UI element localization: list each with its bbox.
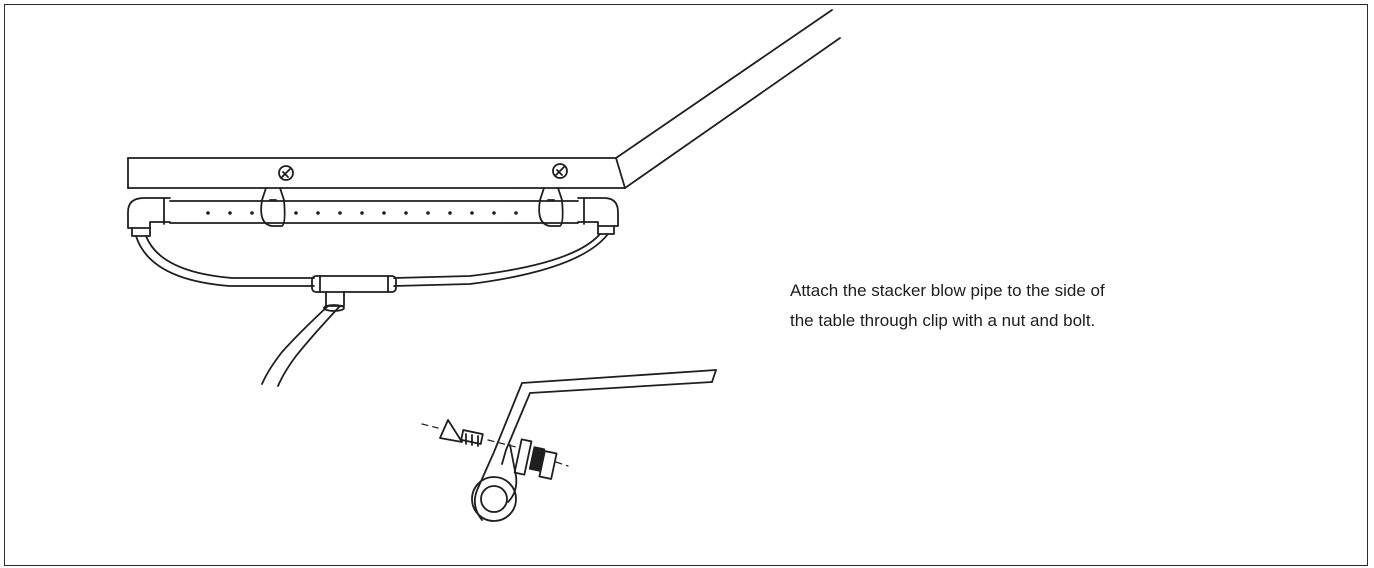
blow-pipe: [169, 200, 579, 224]
pipe-clip: [538, 187, 564, 227]
instruction-text: Attach the stacker blow pipe to the side…: [790, 276, 1310, 336]
washer: [513, 438, 533, 476]
elbow-fitting: [127, 197, 171, 237]
tee-fitting: [311, 275, 397, 312]
bolt: [439, 419, 484, 447]
page-frame: [4, 4, 1368, 566]
nut: [528, 446, 558, 480]
screw: [552, 163, 568, 179]
instruction-line-2: the table through clip with a nut and bo…: [790, 311, 1096, 330]
screw: [278, 165, 294, 181]
table-edge: [127, 9, 841, 189]
assembly-axis: [421, 423, 569, 467]
pipe-clip: [471, 369, 717, 522]
instruction-line-1: Attach the stacker blow pipe to the side…: [790, 281, 1105, 300]
elbow-fitting: [577, 197, 619, 235]
pipe-holes: [206, 211, 518, 215]
air-hose: [135, 233, 609, 387]
pipe-clip: [260, 187, 286, 227]
